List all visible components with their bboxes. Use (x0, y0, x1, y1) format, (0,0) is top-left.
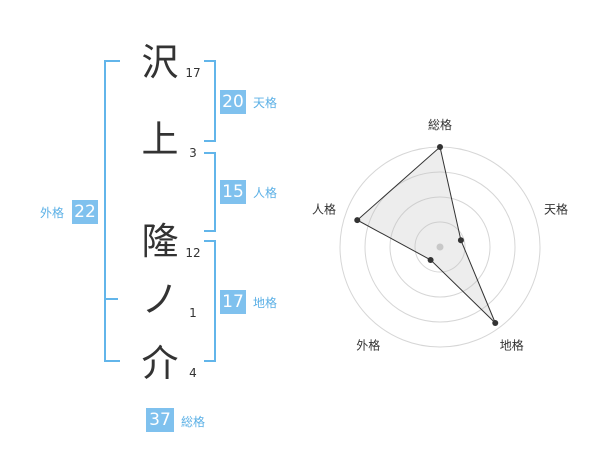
gaikaku-bracket (104, 60, 120, 362)
radar-ring-1 (414, 221, 466, 273)
gaikaku-bracket-gap (104, 298, 118, 300)
radar-point-5 (354, 217, 361, 224)
radar-axis-label-3: 地格 (500, 338, 524, 353)
stroke-count-3: 12 (185, 246, 201, 260)
chikaku-label: 地格 (253, 296, 278, 310)
radar-point-4 (427, 256, 434, 263)
gaikaku-value: 22 (72, 200, 98, 224)
tenkaku-bracket (204, 60, 216, 142)
tenkaku-label: 天格 (253, 96, 278, 110)
radar-axis-label-2: 天格 (544, 201, 568, 216)
radar-point-2 (457, 237, 464, 244)
chikaku-value: 17 (220, 290, 246, 314)
radar-center-dot (436, 243, 444, 251)
radar-point-1 (437, 144, 443, 150)
soukaku-label: 総格 (181, 415, 206, 429)
name-char-1: 沢 (141, 41, 179, 84)
radar-axis-label-4: 外格 (356, 338, 380, 353)
jinkaku-value: 15 (220, 180, 246, 204)
radar-data-polygon (356, 146, 496, 324)
jinkaku-bracket (204, 152, 216, 232)
radar-axis-label-5: 人格 (312, 201, 336, 216)
radar-ring-3 (364, 171, 516, 323)
radar-point-3 (492, 320, 499, 327)
tenkaku-value: 20 (220, 90, 246, 114)
radar-ring-2 (389, 196, 491, 298)
name-char-3: 隆 (141, 220, 179, 263)
radar-axis-label-1: 総格 (428, 117, 452, 132)
name-char-4: ノ (141, 278, 179, 321)
stroke-count-4: 1 (189, 306, 197, 320)
stroke-count-2: 3 (189, 146, 197, 160)
gaikaku-label: 外格 (40, 206, 65, 220)
name-char-2: 上 (141, 118, 179, 161)
stroke-count-5: 4 (189, 366, 197, 380)
name-char-5: 介 (141, 342, 179, 385)
stroke-count-1: 17 (185, 66, 201, 80)
jinkaku-label: 人格 (253, 186, 278, 200)
soukaku-value: 37 (146, 408, 174, 432)
chikaku-bracket (204, 240, 216, 362)
